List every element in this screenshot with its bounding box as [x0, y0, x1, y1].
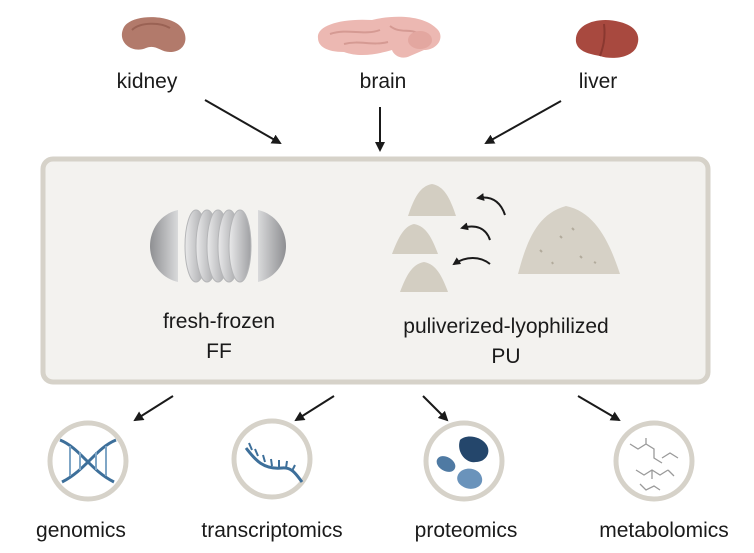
- molecule-icon: [629, 438, 679, 491]
- brain-icon: [317, 16, 441, 58]
- omics-label-metabolomics: metabolomics: [599, 519, 729, 542]
- metabolomics-circle: [613, 420, 695, 502]
- method-name-ff: fresh-frozen: [162, 310, 276, 333]
- proteomics-circle: [423, 420, 505, 502]
- dna-icon: [59, 438, 117, 484]
- metabolomics-arrow: [577, 395, 621, 422]
- powder-piles-icon: [392, 184, 620, 292]
- omics-label-proteomics: proteomics: [414, 519, 518, 542]
- genomics-arrow: [133, 395, 174, 422]
- transcriptomics-circle: [231, 418, 313, 500]
- organ-label-liver: liver: [578, 70, 618, 93]
- liver-icon: [575, 20, 639, 58]
- omics-label-genomics: genomics: [36, 519, 126, 542]
- organ-label-brain: brain: [359, 70, 407, 93]
- genomics-circle: [47, 420, 129, 502]
- organ-label-kidney: kidney: [116, 70, 178, 93]
- liver-arrow: [484, 100, 562, 144]
- method-abbr-ff: FF: [206, 340, 232, 363]
- transcriptomics-arrow: [294, 395, 335, 422]
- proteomics-arrow: [422, 395, 449, 422]
- omics-label-transcriptomics: transcriptomics: [201, 519, 343, 542]
- method-label-pu: puliverized-lyophilized PU: [403, 312, 608, 372]
- method-label-ff: fresh-frozen FF: [163, 307, 275, 367]
- kidney-arrow: [204, 99, 282, 144]
- kidney-icon: [121, 17, 186, 52]
- protein-icon: [436, 436, 489, 489]
- method-name-pu: puliverized-lyophilized: [403, 315, 609, 338]
- method-abbr-pu: PU: [491, 345, 521, 368]
- rna-icon: [244, 442, 304, 483]
- tissue-slices-icon: [150, 209, 286, 283]
